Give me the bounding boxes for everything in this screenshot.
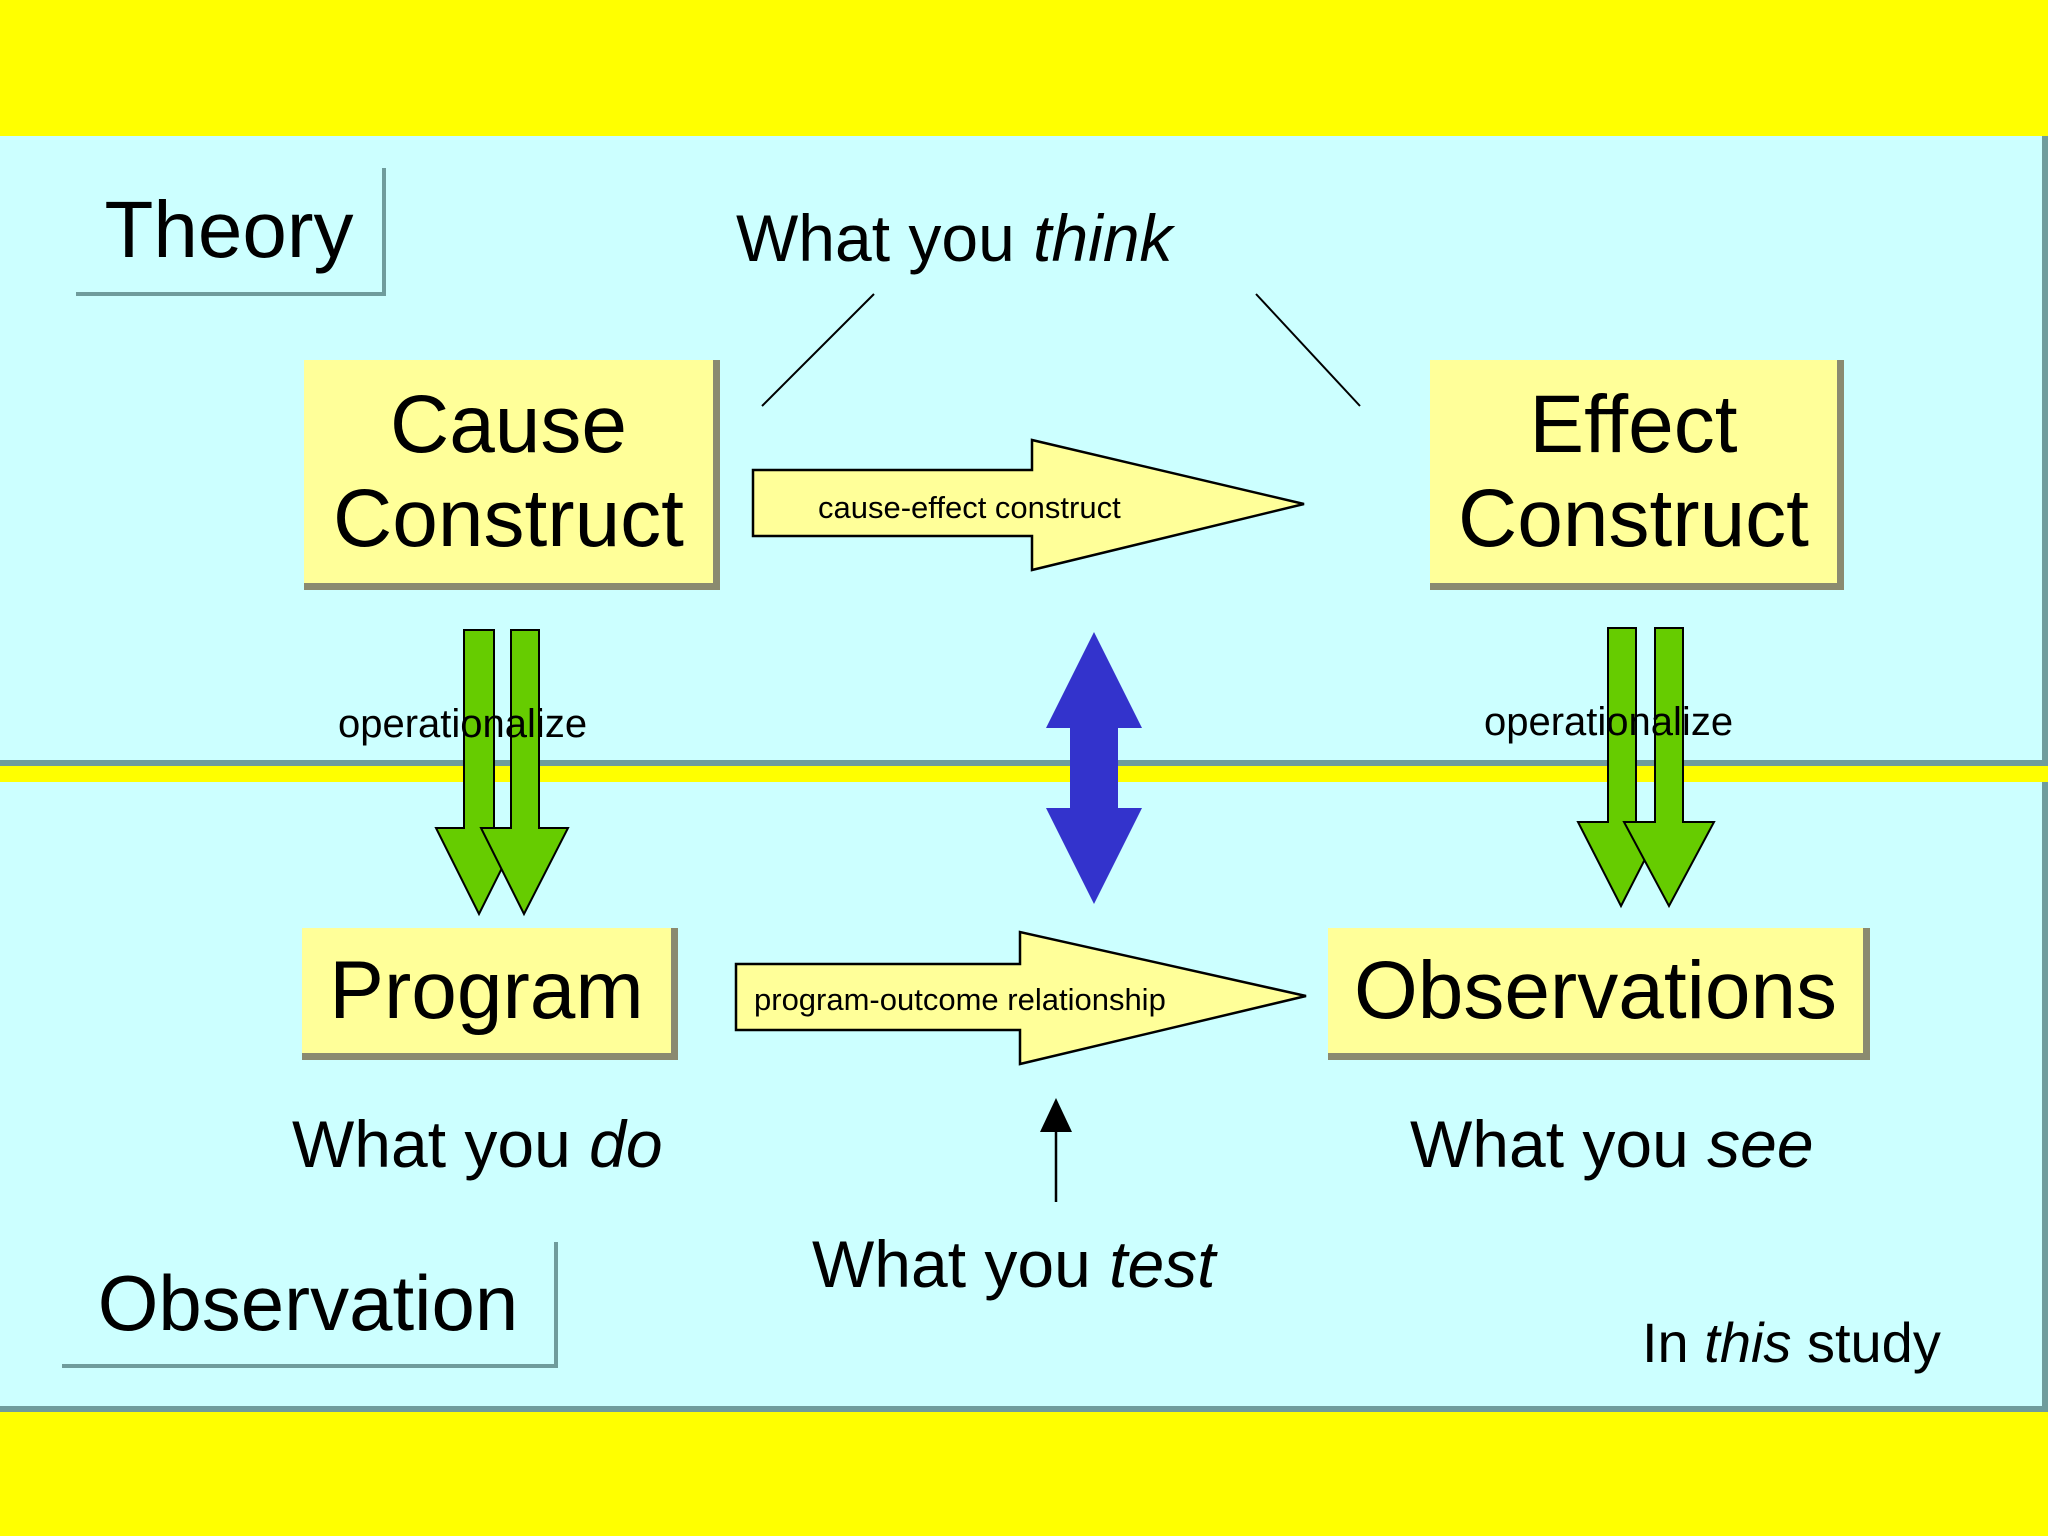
caption-prefix: What you [736, 201, 1034, 275]
operationalize-label-right: operationalize [1484, 700, 1734, 744]
test-pointer-head [1040, 1098, 1072, 1132]
operationalize-arrow-right [1576, 627, 1716, 909]
caption-emphasis: see [1707, 1107, 1814, 1181]
observations-node: Observations [1328, 928, 1870, 1060]
caption-prefix: What you [292, 1107, 590, 1181]
think-line-left [761, 293, 875, 407]
cause-construct-node: Cause Construct [304, 360, 720, 590]
observation-label: Observation [62, 1242, 558, 1368]
what-you-see-caption: What you see [1410, 1106, 1814, 1182]
caption-emphasis: this [1704, 1311, 1792, 1374]
effect-construct-node: Effect Construct [1430, 360, 1844, 590]
effect-construct-line-2: Construct [1458, 472, 1809, 564]
program-outcome-arrow-label: program-outcome relationship [754, 982, 1166, 1017]
what-you-test-caption: What you test [812, 1226, 1216, 1302]
what-you-think-caption: What you think [736, 200, 1173, 276]
what-you-do-caption: What you do [292, 1106, 663, 1182]
caption-prefix: What you [1410, 1107, 1708, 1181]
caption-emphasis: do [589, 1107, 663, 1181]
caption-suffix: study [1791, 1311, 1941, 1374]
caption-emphasis: think [1033, 201, 1173, 275]
caption-prefix: What you [812, 1227, 1110, 1301]
cause-effect-arrow [751, 438, 1305, 572]
effect-construct-line-1: Effect [1529, 378, 1738, 470]
in-this-study-caption: In this study [1642, 1310, 1941, 1375]
caption-emphasis: test [1109, 1227, 1216, 1301]
program-node: Program [302, 928, 678, 1060]
cause-effect-arrow-label: cause-effect construct [818, 490, 1121, 525]
caption-prefix: In [1642, 1311, 1705, 1374]
theory-label: Theory [76, 168, 386, 296]
cause-construct-line-1: Cause [389, 378, 628, 470]
operationalize-arrow-left [434, 629, 570, 917]
cause-construct-line-2: Construct [333, 472, 684, 564]
operationalize-label-left: operationalize [338, 702, 588, 746]
think-line-right [1255, 293, 1361, 407]
blue-double-arrow [1046, 632, 1142, 904]
program-outcome-arrow [734, 930, 1307, 1066]
